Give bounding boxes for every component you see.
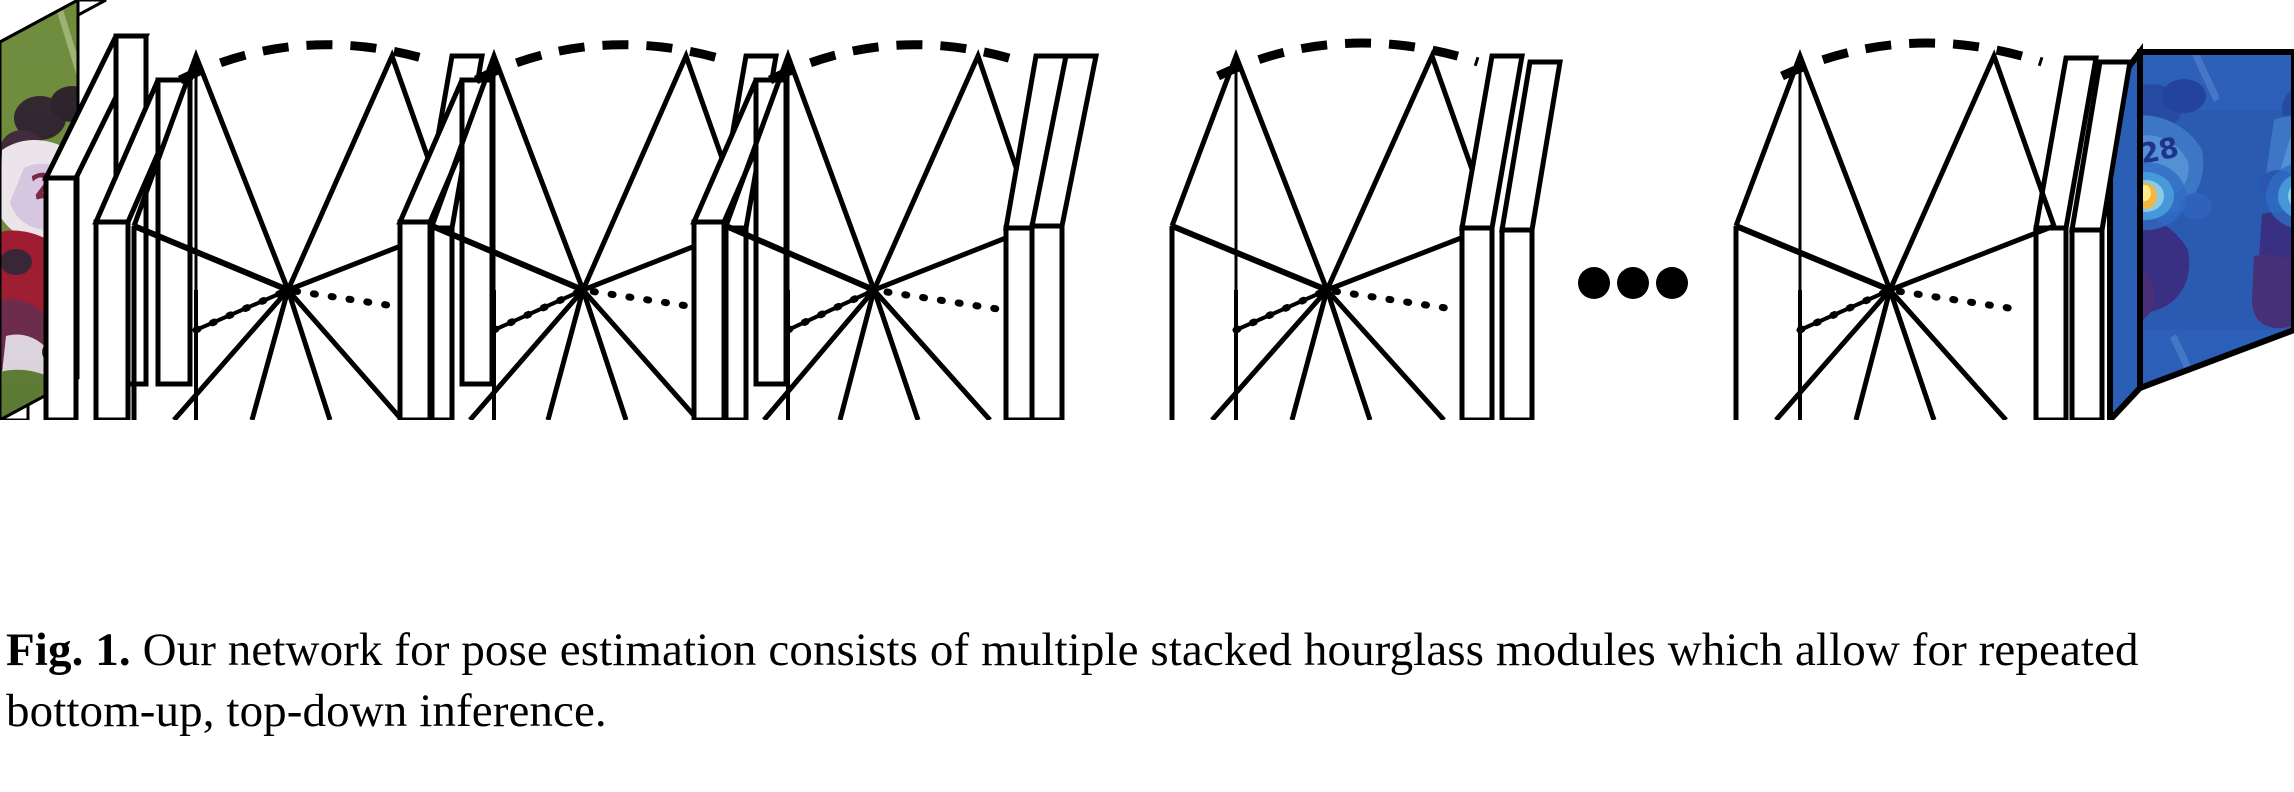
output-heatmap-plane bbox=[2137, 49, 2294, 393]
module-right-waist-dotted bbox=[1796, 286, 2026, 334]
module-right-hourglass-body bbox=[1733, 48, 2057, 420]
hourglass-module-final bbox=[1169, 38, 1563, 420]
module-3-slab-c bbox=[1003, 53, 1069, 420]
output-plate-1-front bbox=[2069, 227, 2105, 420]
module-3-waist-dotted bbox=[784, 286, 1008, 334]
hourglass-module-right bbox=[1733, 38, 2057, 420]
module-final-slab-c bbox=[1459, 53, 1525, 420]
post-module-3-slabs bbox=[1028, 53, 1100, 420]
module-right-skip-connection bbox=[1780, 38, 2044, 81]
module-1-waist-dotted bbox=[192, 286, 424, 334]
diagram-svg: 28 bbox=[0, 0, 2294, 420]
figure-caption: Fig. 1. Our network for pose estimation … bbox=[6, 620, 2292, 742]
module-final-slab-d bbox=[1499, 59, 1563, 420]
ellipsis-dot-2 bbox=[1617, 267, 1649, 299]
module-3-slab-a bbox=[690, 77, 790, 420]
output-plate-2-front bbox=[2033, 225, 2069, 420]
module-2-slab-a bbox=[396, 77, 496, 420]
module-2-waist-dotted bbox=[490, 286, 718, 334]
module-2-hourglass-body bbox=[429, 48, 749, 420]
module-final-hourglass-body bbox=[1169, 49, 1495, 420]
ellipsis-dots bbox=[1578, 267, 1688, 299]
module-final-waist-dotted bbox=[1232, 286, 1463, 334]
module-final-skip-connection bbox=[1216, 38, 1480, 81]
network-architecture-diagram: 28 bbox=[0, 0, 2294, 420]
module-3-skip-connection bbox=[767, 40, 1024, 85]
module-2-skip-connection bbox=[473, 40, 734, 85]
figure-caption-text: Our network for pose estimation consists… bbox=[6, 624, 2139, 738]
module-1-skip-connection bbox=[177, 40, 438, 85]
module-1-slab-b bbox=[92, 77, 194, 420]
ellipsis-dot-3 bbox=[1656, 267, 1688, 299]
ellipsis-dot-1 bbox=[1578, 267, 1610, 299]
output-heatmap-slab bbox=[2033, 43, 2294, 420]
hourglass-module-3 bbox=[690, 40, 1069, 420]
figure-label: Fig. 1. bbox=[6, 624, 131, 676]
